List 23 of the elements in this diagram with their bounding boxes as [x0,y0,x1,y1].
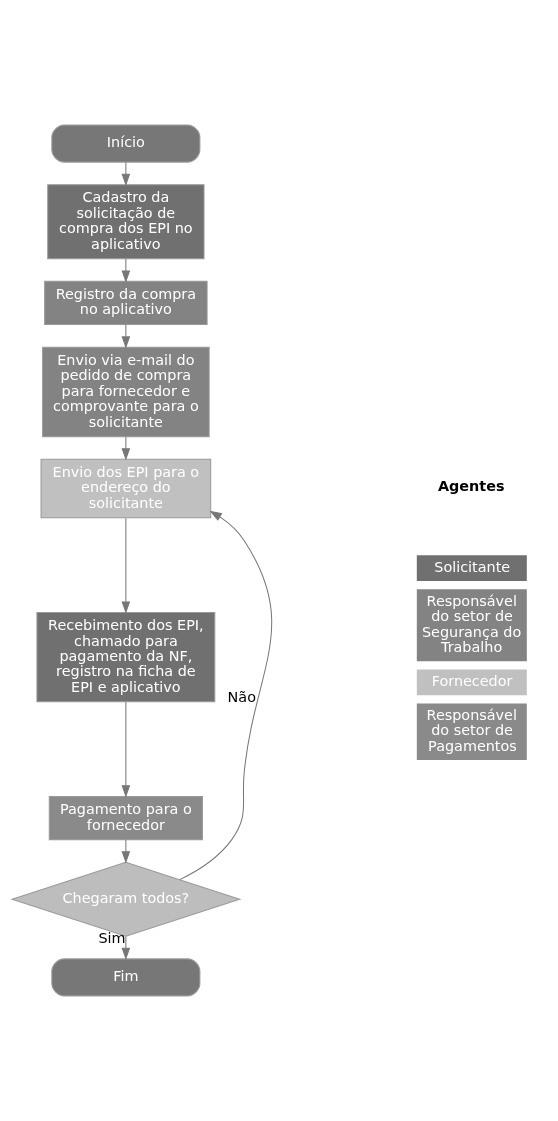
node-box: Fim [51,958,201,997]
arrow [121,936,131,961]
arrow [121,701,131,798]
arrow [121,258,131,283]
node-box: Início [51,124,201,163]
legend-label: Responsável do setor de Segurança do Trabalho [421,592,522,656]
arrow [121,324,131,349]
arrow [121,436,131,461]
edge-label: Não [227,689,256,706]
arrow [121,839,131,864]
node-box: Cadastro da solicitação de compra dos EPI no aplicativo [47,184,205,260]
node-box: Recebimento dos EPI, chamado para pagamento da NF, registro na ficha de EPI e aplicativo [36,611,216,703]
arrow [179,510,273,881]
legend-label: Fornecedor [431,673,513,690]
legend-label: Solicitante [434,559,511,576]
node-box: Envio dos EPI para o endereço do solicitante [40,458,212,519]
arrow [121,517,131,614]
label: Agentes [437,478,505,495]
legend-label: Responsável do setor de Pagamentos [426,707,517,754]
node-box: Pagamento para o fornecedor [48,795,203,841]
node-box: Envio via e-mail do pedido de compra para fornecedor e comprovante para o solicitante [42,346,210,438]
node-box: Registro da compra no aplicativo [44,280,208,326]
arrow [121,161,131,187]
